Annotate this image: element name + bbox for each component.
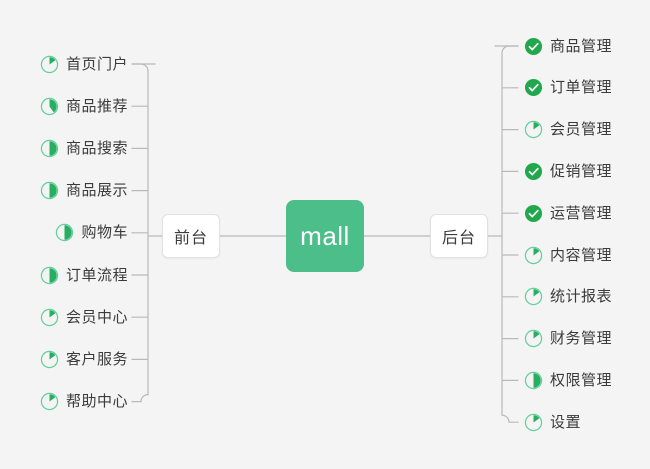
leaf-item-frontend-8[interactable]: 帮助中心 [0,389,128,415]
check-circle-icon [524,204,543,222]
leaf-item-frontend-3[interactable]: 商品展示 [0,178,128,204]
node-backend-label: 后台 [441,230,476,247]
check-circle-icon [524,79,543,97]
pie-progress-icon [524,371,543,390]
pie-progress-icon [524,413,543,431]
leaf-item-label: 商品搜索 [65,139,128,157]
pie-progress-icon [524,246,543,264]
connector-line [494,45,519,416]
leaf-item-backend-1[interactable]: 订单管理 [524,75,612,101]
leaf-item-frontend-4[interactable]: 购物车 [0,220,128,246]
check-circle-icon [524,162,543,180]
leaf-item-backend-9[interactable]: 设置 [524,409,581,435]
leaf-item-label: 运营管理 [550,204,613,222]
leaf-item-frontend-2[interactable]: 商品搜索 [0,135,128,161]
pie-progress-icon [40,266,59,284]
leaf-item-label: 促销管理 [550,162,613,180]
pie-progress-icon [56,224,74,242]
leaf-item-frontend-5[interactable]: 订单流程 [0,262,128,288]
leaf-item-label: 权限管理 [550,371,613,389]
pie-progress-icon [40,392,59,411]
leaf-item-backend-0[interactable]: 商品管理 [524,33,612,59]
leaf-item-frontend-7[interactable]: 客户服务 [0,346,128,372]
leaf-item-label: 内容管理 [550,246,613,264]
connector-line [501,45,519,54]
leaf-item-label: 帮助中心 [65,393,128,411]
leaf-item-backend-2[interactable]: 会员管理 [524,117,612,143]
node-frontend[interactable]: 前台 [162,214,220,258]
connector-line [131,63,156,396]
leaf-item-label: 商品管理 [550,37,613,55]
pie-progress-icon [524,120,543,139]
pie-progress-icon [40,308,59,326]
connector-line [501,414,519,423]
leaf-item-label: 设置 [550,413,582,431]
pie-progress-icon [40,55,59,73]
leaf-item-label: 首页门户 [65,55,128,73]
pie-progress-icon [524,288,543,306]
leaf-item-label: 商品展示 [65,182,128,200]
leaf-item-backend-4[interactable]: 运营管理 [524,200,612,226]
pie-progress-icon [40,181,59,200]
leaf-item-label: 会员中心 [65,308,128,326]
leaf-item-backend-6[interactable]: 统计报表 [524,284,612,310]
pie-progress-icon [40,139,59,158]
connector-line [131,394,149,403]
node-frontend-label: 前台 [173,230,208,247]
leaf-item-label: 财务管理 [550,330,613,348]
leaf-item-label: 客户服务 [65,350,128,368]
leaf-item-frontend-0[interactable]: 首页门户 [0,51,128,77]
leaf-item-label: 会员管理 [550,121,613,139]
connector-line [131,63,149,72]
leaf-item-frontend-6[interactable]: 会员中心 [0,304,128,330]
leaf-item-backend-7[interactable]: 财务管理 [524,326,612,352]
leaf-item-backend-3[interactable]: 促销管理 [524,158,612,184]
pie-progress-icon [524,329,543,348]
node-backend[interactable]: 后台 [430,214,488,258]
leaf-item-label: 订单管理 [550,79,613,97]
pie-progress-icon [40,97,59,115]
node-root-mall[interactable]: mall [286,200,364,272]
leaf-item-backend-5[interactable]: 内容管理 [524,242,612,268]
leaf-item-backend-8[interactable]: 权限管理 [524,367,612,393]
leaf-item-label: 购物车 [81,224,128,242]
leaf-item-label: 商品推荐 [65,97,128,115]
pie-progress-icon [40,350,59,369]
check-circle-icon [524,37,543,55]
leaf-item-label: 订单流程 [65,266,128,284]
leaf-item-frontend-1[interactable]: 商品推荐 [0,93,128,119]
node-root-label: mall [300,220,350,251]
leaf-item-label: 统计报表 [550,288,613,306]
